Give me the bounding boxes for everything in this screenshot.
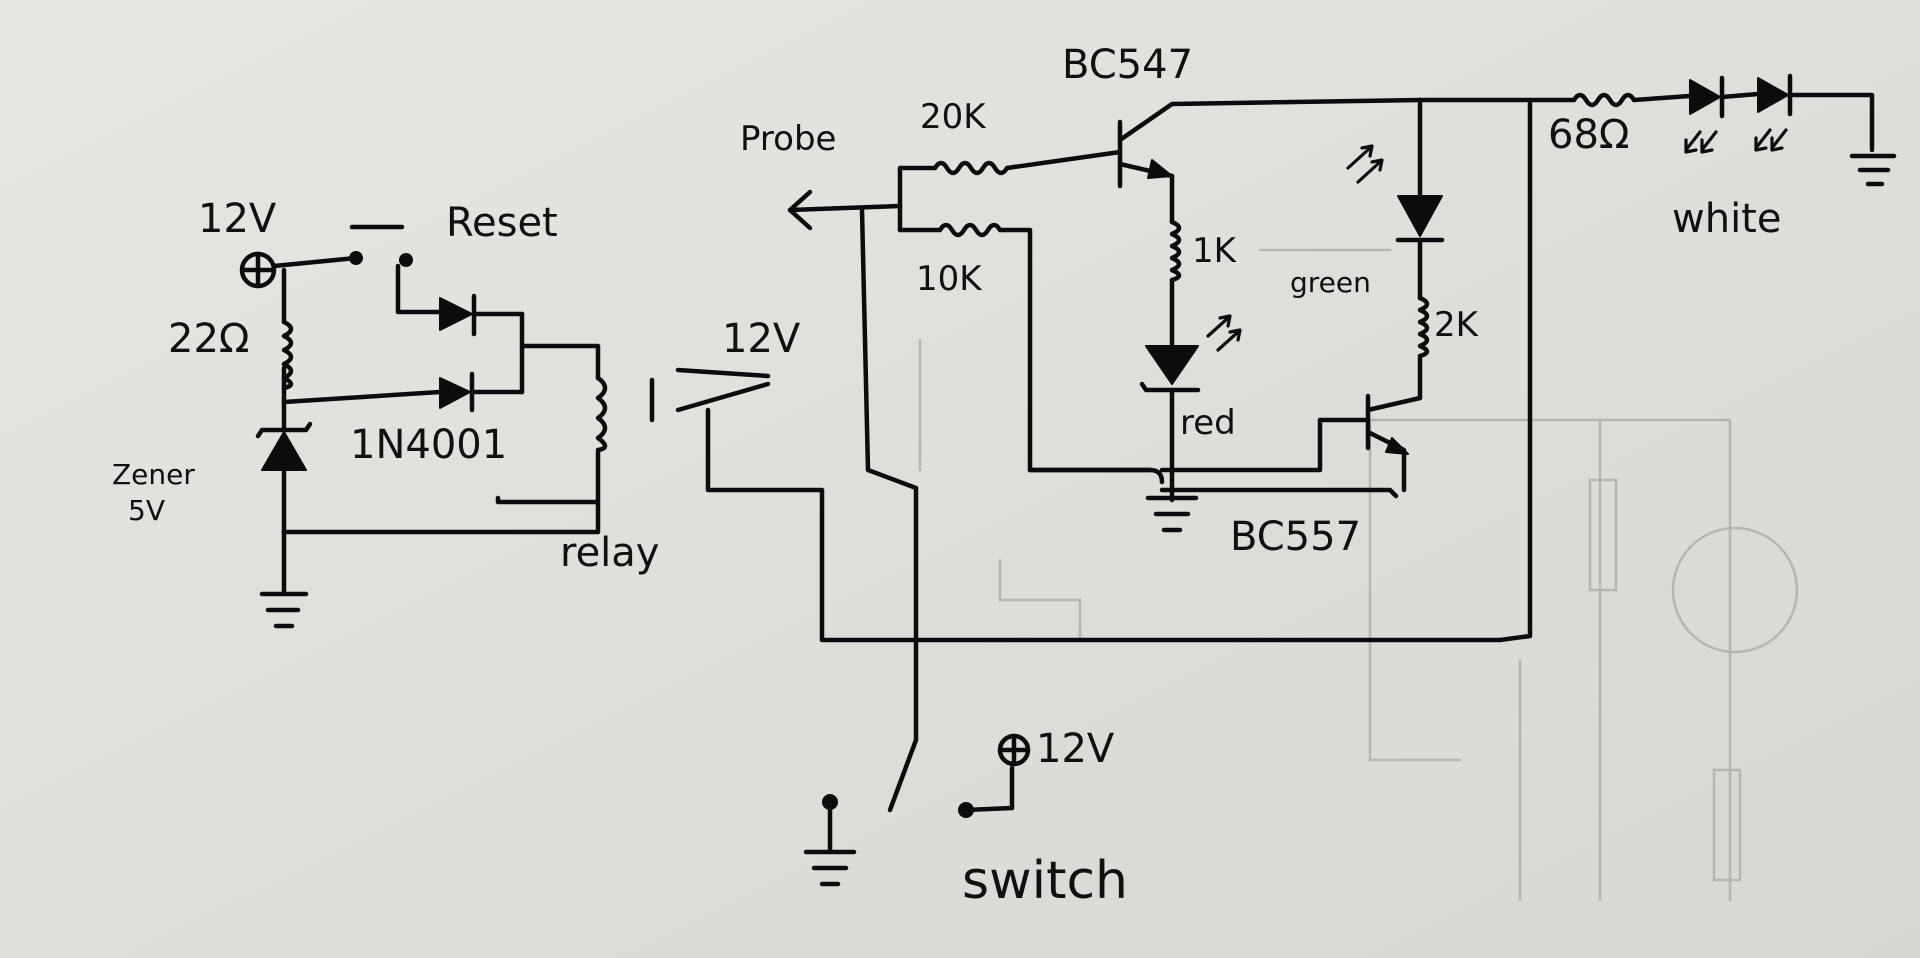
label-1n4001: 1N4001 xyxy=(350,422,507,468)
label-zener: Zener xyxy=(112,458,195,491)
label-relay-12v: 12V xyxy=(722,316,801,362)
latch-circuit xyxy=(239,224,655,629)
label-probe: Probe xyxy=(740,119,836,159)
label-bc547: BC547 xyxy=(1062,42,1193,88)
label-led-white: white xyxy=(1672,196,1781,242)
label-68-ohm: 68Ω xyxy=(1548,112,1629,158)
label-1k: 1K xyxy=(1192,231,1238,271)
label-bc557: BC557 xyxy=(1230,514,1361,560)
labels: 12V Reset 22Ω Zener 5V 1N4001 relay 12V … xyxy=(112,42,1781,911)
background-ghost-drawing xyxy=(918,248,1799,902)
label-2k: 2K xyxy=(1434,305,1480,345)
label-20k: 20K xyxy=(920,97,987,137)
label-reset: Reset xyxy=(446,200,558,246)
label-switch: switch xyxy=(962,851,1128,911)
label-10k: 10K xyxy=(916,259,983,299)
label-switch-12v: 12V xyxy=(1036,726,1115,772)
label-led-green: green xyxy=(1290,266,1371,299)
relay-contact xyxy=(675,367,1503,643)
label-relay: relay xyxy=(560,530,659,576)
label-led-red: red xyxy=(1180,403,1236,443)
label-12v-supply: 12V xyxy=(198,196,277,242)
probe-circuit xyxy=(787,73,1897,887)
label-22-ohm: 22Ω xyxy=(168,316,249,362)
label-zener-voltage: 5V xyxy=(128,494,165,527)
